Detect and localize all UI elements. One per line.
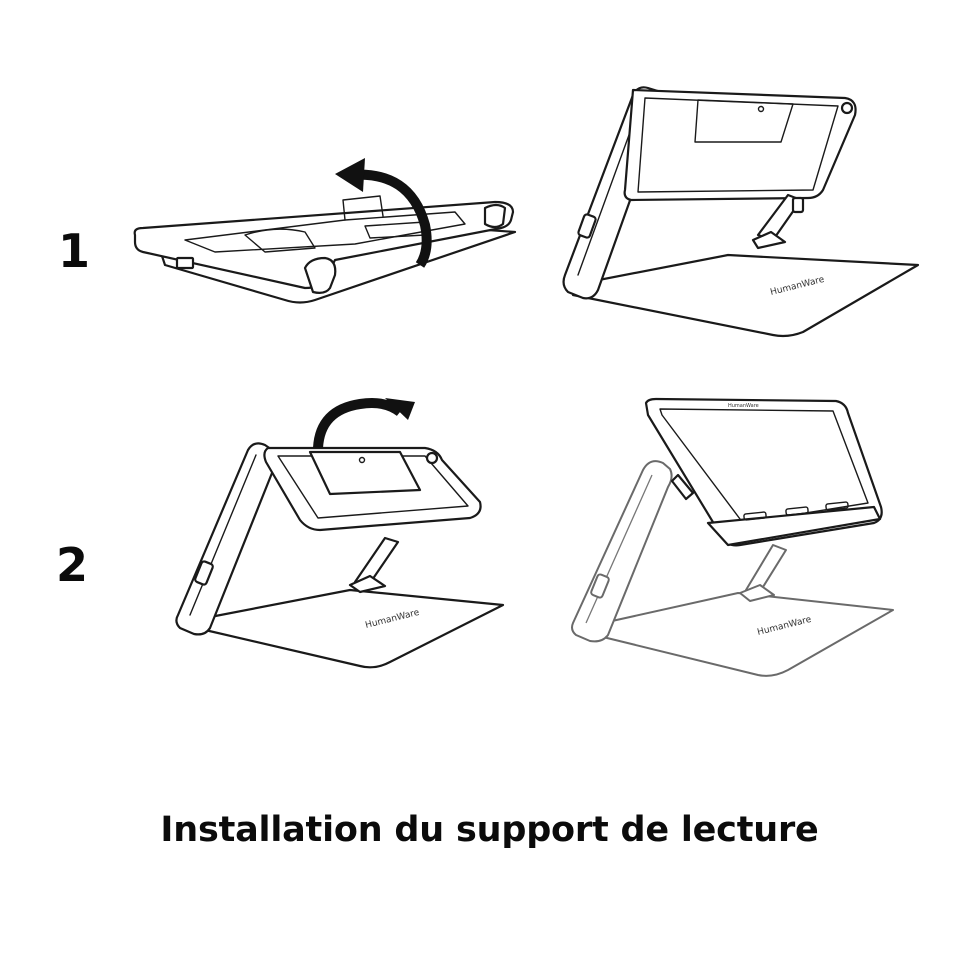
- step-number-1: 1: [58, 224, 91, 278]
- opened-stand-illustration: HumanWare: [562, 86, 920, 338]
- curved-arrow-icon: [349, 169, 432, 268]
- raising-holder-illustration: HumanWare: [175, 398, 505, 669]
- installed-screen-illustration: HumanWare HumanWare: [571, 397, 894, 677]
- folded-stand-illustration: [133, 158, 517, 304]
- brand-logo-text-4: HumanWare: [728, 403, 759, 409]
- curved-arrow-icon-2: [313, 398, 404, 449]
- step-number-2: 2: [56, 538, 89, 592]
- page-caption: Installation du support de lecture: [160, 810, 819, 850]
